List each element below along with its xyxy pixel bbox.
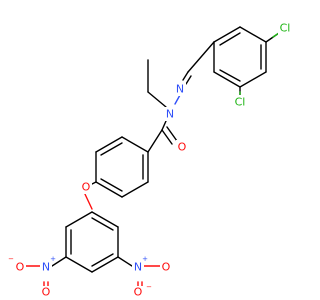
bond-ring-n-left [51,256,67,267]
bond-n-n [174,94,181,105]
atom-o-ether: O [82,181,91,194]
bond-ring-n-right [117,256,133,267]
atom-o-nitro-right-top: O [162,261,171,274]
bond-c-o-1 [161,129,173,145]
dichlorophenyl-ring [213,26,267,88]
atom-n-imine: N [176,83,184,96]
charge-n-nitro-right: + [142,255,148,263]
bond-ring-ch [187,41,215,73]
atom-o-carbonyl: O [178,141,187,154]
molecule-diagram: Cl Cl N N O O N + N + O − O O O − [8,21,292,300]
atom-cl-ortho: Cl [235,96,246,109]
atom-n-nitro-right: N [134,261,142,274]
atom-n-amide: N [166,108,174,121]
charge-o-nitro-right: − [146,283,152,291]
bond-ch-n-imine-1 [182,71,189,81]
bond-o-ring2 [83,191,93,210]
bond-n-carbonyl [161,120,167,131]
atom-o-nitro-left-bottom: O [42,286,51,299]
bond-ch-n-imine-2 [185,75,192,85]
dinitrophenyl-ring [65,211,119,273]
charge-o-nitro-left: − [8,255,14,263]
molecule-structure-canvas: Cl Cl N N O O N + N + O − O O O − [8,21,292,300]
bond-c-o-2 [166,126,178,142]
bond-carbonyl-ring [147,129,163,153]
bond-n-ch2 [147,91,167,108]
atom-n-nitro-left: N [42,261,50,274]
atom-cl-para: Cl [280,22,291,35]
central-benzene-ring [95,136,149,198]
atom-o-nitro-left-top: O [16,261,25,274]
charge-n-nitro-left: + [50,255,56,263]
atom-o-nitro-right-bottom: O [134,286,143,299]
